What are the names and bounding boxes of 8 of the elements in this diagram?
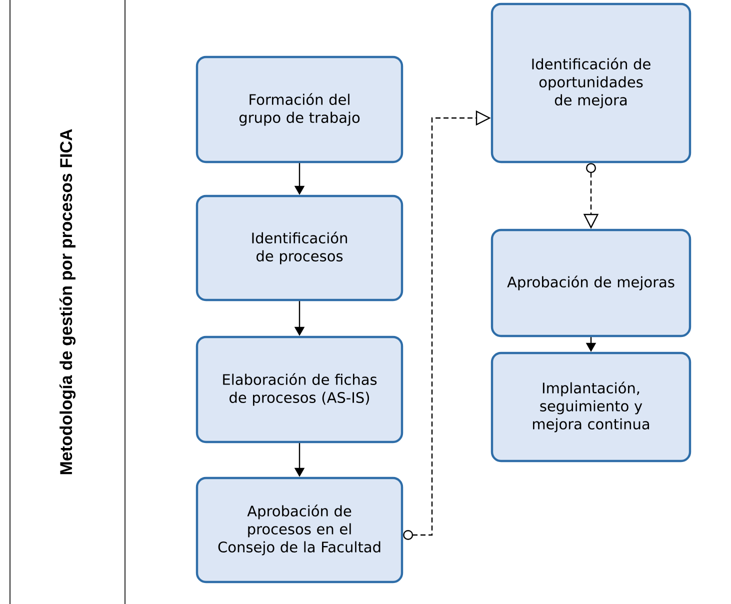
pool-label: Metodología de gestión por procesos FICA (9, 0, 126, 604)
task-box: Aprobación de mejoras (490, 228, 692, 338)
task-box: Elaboración de fichas de procesos (AS-IS) (196, 336, 404, 444)
task-box: Implantación, seguimiento y mejora continua (490, 352, 692, 462)
task-box: Formación del grupo de trabajo (196, 56, 404, 164)
task-box: Aprobación de procesos en el Consejo de la Facultad (196, 476, 404, 584)
task-box: Identificación de oportunidades de mejora (490, 2, 692, 164)
task-box: Identificación de procesos (196, 194, 404, 302)
